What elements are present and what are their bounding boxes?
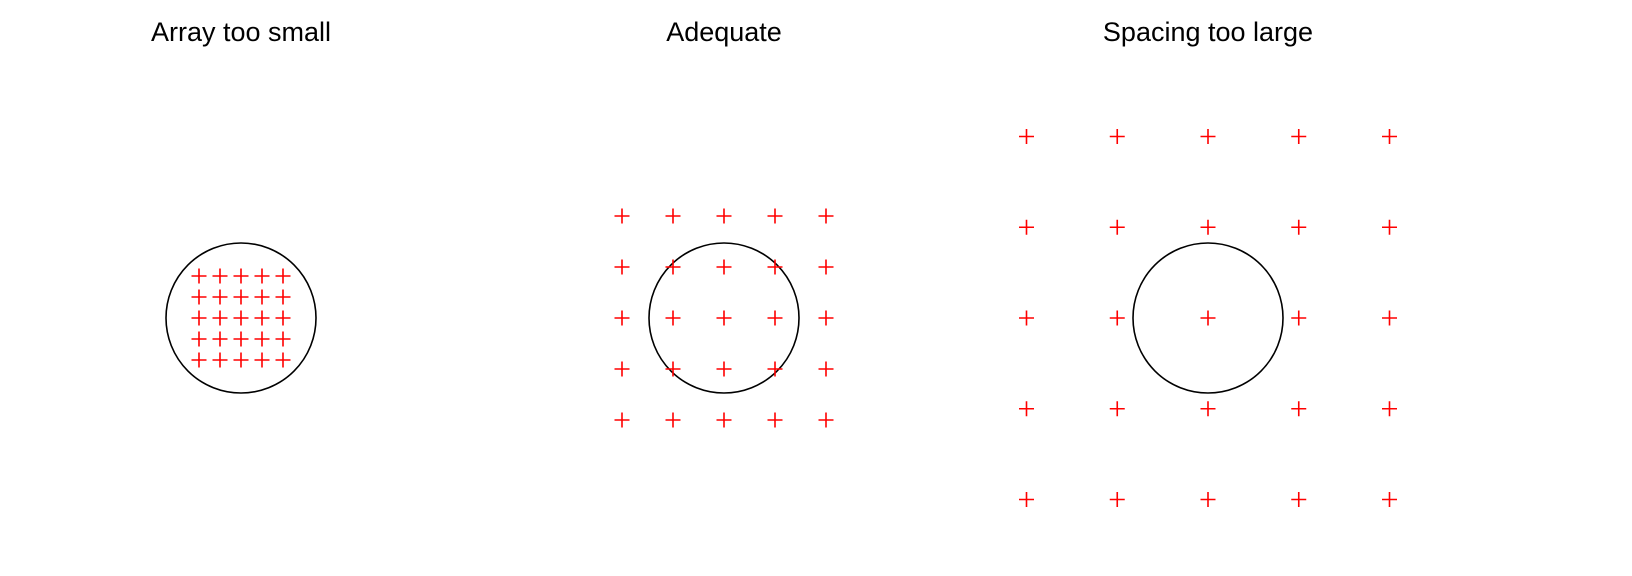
sample-point-marker	[191, 310, 207, 326]
sample-point-marker	[212, 268, 228, 284]
sample-point-marker	[233, 352, 249, 368]
sample-point-marker	[233, 310, 249, 326]
sample-point-marker	[1200, 129, 1216, 144]
sample-point-marker	[665, 310, 681, 326]
sample-point-marker	[233, 331, 249, 347]
sample-point-marker	[767, 208, 783, 224]
panel-title-adequate: Adequate	[666, 17, 782, 47]
sample-point-marker	[1019, 129, 1034, 144]
sample-point-marker	[254, 310, 270, 326]
panel-array-too-small	[165, 242, 317, 394]
sample-point-marker	[191, 352, 207, 368]
sample-point-marker	[275, 289, 291, 305]
sample-point-marker	[254, 268, 270, 284]
sample-point-marker	[767, 412, 783, 428]
sample-point-marker	[212, 331, 228, 347]
sample-point-marker	[767, 259, 783, 275]
sample-point-marker	[233, 289, 249, 305]
sample-point-marker	[275, 268, 291, 284]
sample-point-marker	[254, 289, 270, 305]
sample-point-marker	[1200, 310, 1216, 326]
sample-point-marker	[191, 268, 207, 284]
sample-point-marker	[716, 310, 732, 326]
sample-point-marker	[275, 310, 291, 326]
panel-title-spacing-too-large: Spacing too large	[1102, 17, 1314, 47]
sample-point-marker	[1382, 492, 1397, 507]
sample-point-marker	[1291, 492, 1307, 507]
sample-point-marker	[614, 412, 630, 428]
sample-point-marker	[1109, 401, 1125, 417]
sample-point-marker	[233, 268, 249, 284]
sample-point-marker	[212, 310, 228, 326]
sample-point-marker	[1200, 492, 1216, 507]
sample-point-marker	[716, 412, 732, 428]
sample-point-marker	[1382, 219, 1397, 235]
sample-point-marker	[191, 289, 207, 305]
sample-point-marker	[1019, 401, 1034, 417]
sample-point-marker	[1291, 129, 1307, 144]
sample-point-marker	[1109, 492, 1125, 507]
sample-point-marker	[716, 259, 732, 275]
sample-point-marker	[767, 310, 783, 326]
sample-point-marker	[1019, 219, 1034, 235]
target-circle	[648, 242, 800, 394]
sample-point-marker	[614, 310, 630, 326]
sample-point-marker	[1019, 310, 1034, 326]
sample-point-marker	[818, 208, 834, 224]
sample-point-marker	[767, 361, 783, 377]
sample-point-marker	[1200, 219, 1216, 235]
sample-point-marker	[818, 310, 834, 326]
sample-point-marker	[254, 352, 270, 368]
target-circle	[165, 242, 317, 394]
sample-point-marker	[665, 208, 681, 224]
sample-point-marker	[1291, 401, 1307, 417]
sample-point-marker	[212, 352, 228, 368]
sample-point-marker	[818, 361, 834, 377]
sample-point-marker	[614, 361, 630, 377]
sample-point-marker	[254, 331, 270, 347]
sample-point-marker	[1019, 492, 1034, 507]
target-circle	[1132, 242, 1284, 394]
sample-point-marker	[191, 331, 207, 347]
sample-point-marker	[1382, 310, 1397, 326]
sample-point-marker	[716, 361, 732, 377]
sample-point-marker	[275, 352, 291, 368]
sample-point-marker	[614, 208, 630, 224]
panel-title-array-too-small: Array too small	[150, 17, 332, 47]
sample-point-marker	[818, 412, 834, 428]
sample-point-marker	[1200, 401, 1216, 417]
sample-point-marker	[1109, 129, 1125, 144]
sample-point-marker	[614, 259, 630, 275]
sample-point-marker	[275, 331, 291, 347]
sample-point-marker	[1109, 219, 1125, 235]
panel-adequate	[614, 208, 834, 428]
sample-point-marker	[818, 259, 834, 275]
sample-point-marker	[1291, 219, 1307, 235]
sample-point-marker	[716, 208, 732, 224]
sample-point-marker	[1291, 310, 1307, 326]
sample-point-marker	[665, 259, 681, 275]
sample-point-marker	[1382, 401, 1397, 417]
sample-point-marker	[212, 289, 228, 305]
sample-point-marker	[1382, 129, 1397, 144]
sample-point-marker	[665, 361, 681, 377]
sample-point-marker	[1109, 310, 1125, 326]
panel-spacing-too-large	[1019, 129, 1397, 507]
sample-point-marker	[665, 412, 681, 428]
